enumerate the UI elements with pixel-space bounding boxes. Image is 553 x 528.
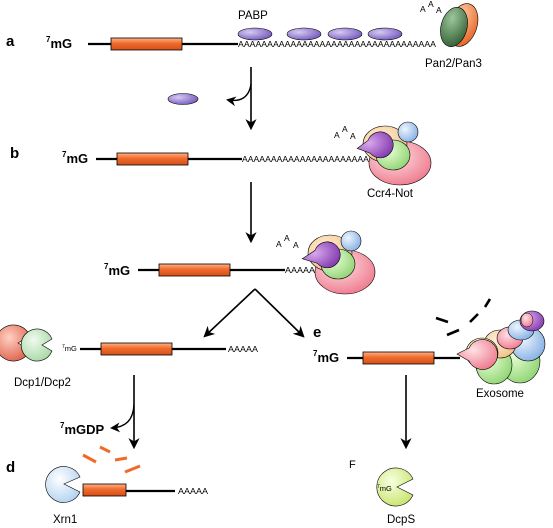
arrow-a-to-b [167,67,257,131]
ccr4-not-complex-2 [301,230,376,295]
released-a-nucleotides: A A A [276,233,299,250]
exosome-label: Exosome [476,388,524,400]
orf-box-a [110,37,183,51]
cap-label-f: 7mG [377,484,392,493]
arrow-c-to-d: 7mGDP [60,375,140,450]
xrn1-protein [45,466,81,503]
svg-text:A: A [284,233,290,243]
degradation-fragments-d [82,445,141,474]
poly-a-tail-a: AAAAAAAAAAAAAAAAAAAAAAAAAAAAAAAAAA [238,39,436,49]
pabp-protein [286,27,322,41]
pabp-protein [367,27,403,41]
pabp-protein [237,27,273,41]
dcps-protein [376,467,414,507]
svg-text:A: A [276,239,282,249]
panel-d: d AAAAA Xrn1 [6,445,208,526]
released-pabp [167,93,199,105]
cap-label-deadenylated: 7mG [104,262,130,278]
pabp-protein-group [237,27,403,41]
svg-text:A: A [342,124,348,134]
cap-label-b: 7mG [62,150,88,166]
svg-text:A: A [436,5,442,15]
orf-box-c [100,342,173,356]
panel-label-d: d [6,459,15,476]
cap-label-e: 7mG [313,349,339,365]
panel-label-e: e [313,324,321,341]
released-a-nucleotides: A A A [334,124,356,141]
mgdp-label: 7mGDP [60,421,105,437]
released-a-nucleotides: A A A [420,0,442,15]
panel-e: e 7mG Exosome [313,298,546,400]
svg-text:A: A [428,0,434,9]
orf-box-d [82,483,127,497]
degradation-fragments-e [435,298,492,337]
short-tail: AAAAA [285,265,315,275]
exosome-complex [456,310,546,385]
branch-arrows [203,288,305,338]
panel-c: c 7mG AAAAA Dcp1/Dcp2 [0,324,258,389]
dcps-label: DcpS [387,514,415,526]
ccr4-not-label-b: Ccr4-Not [367,188,414,200]
pan2-pan3-complex [440,3,479,47]
orf-box-e [362,351,435,365]
svg-text:A: A [293,240,299,250]
poly-a-tail-b: AAAAAAAAAAAAAAAAAAAAAAAAAA [242,154,392,164]
panel-a: a 7mG AAAAAAAAAAAAAAAAAAAAAAAAAAAAAAAAAA… [6,0,482,70]
svg-text:A: A [420,4,426,14]
pan2-pan3-label: Pan2/Pan3 [425,58,482,70]
svg-text:AAAAA: AAAAA [178,486,208,496]
dcp1-dcp2-complex [0,324,53,362]
orf-box-deadenylated [158,263,231,277]
svg-text:A: A [334,130,340,140]
cap-label-c: 7mG [62,344,77,353]
pabp-label: PABP [238,10,268,22]
svg-text:AAAAA: AAAAA [228,344,258,354]
panel-f: F 7mG DcpS [349,459,415,526]
panel-label-a: a [6,33,15,50]
orf-box-b [116,152,189,166]
ccr4-not-complex [356,121,432,186]
dcp1-dcp2-label: Dcp1/Dcp2 [14,377,71,389]
pabp-protein [327,27,363,41]
panel-label-b: b [10,145,19,162]
xrn1-label: Xrn1 [53,514,77,526]
svg-text:A: A [350,131,356,141]
panel-label-f: F [349,459,356,471]
cap-label-a: 7mG [46,35,72,51]
deadenylated-mrna: 7mG AAAAA A A A [104,230,376,295]
panel-b: b 7mG AAAAAAAAAAAAAAAAAAAAAAAAAA A A A C… [10,121,432,200]
